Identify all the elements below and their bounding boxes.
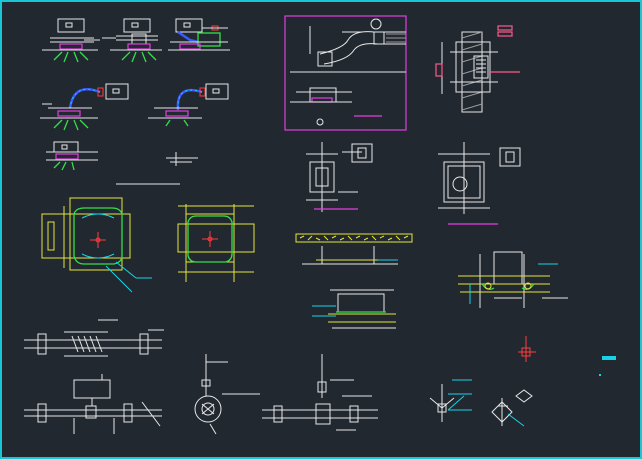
wall-grille-section	[435, 25, 520, 113]
pipe-clamp-detail-1	[24, 319, 164, 357]
hanger-rod-detail-1	[194, 354, 260, 435]
bracket-detail-1	[429, 379, 472, 422]
diffuser-neck-section	[312, 289, 396, 329]
highlighted-ceiling-connection-detail	[284, 15, 407, 131]
ceiling-grid-strip	[295, 233, 413, 265]
diffuser-detail-small-left	[46, 141, 98, 171]
side-mount-section	[458, 251, 568, 308]
ceiling-frame-section-2	[438, 142, 521, 225]
square-diffuser-plan-2	[177, 204, 255, 282]
hanger-rod-detail-2	[262, 354, 378, 431]
bracket-detail-2	[491, 389, 533, 427]
legend-swatch	[599, 356, 616, 376]
diffuser-detail-3	[168, 18, 230, 51]
pipe-clamp-detail-2	[24, 374, 162, 434]
hanger-note	[116, 152, 198, 185]
square-diffuser-plan-1	[41, 197, 152, 293]
red-section-marker	[518, 336, 536, 362]
ceiling-frame-section-1	[306, 142, 373, 212]
flexible-duct-elbow-1	[40, 83, 129, 131]
flexible-duct-elbow-2	[148, 83, 229, 127]
diffuser-detail-1	[42, 18, 100, 63]
diffuser-detail-2	[102, 18, 162, 63]
